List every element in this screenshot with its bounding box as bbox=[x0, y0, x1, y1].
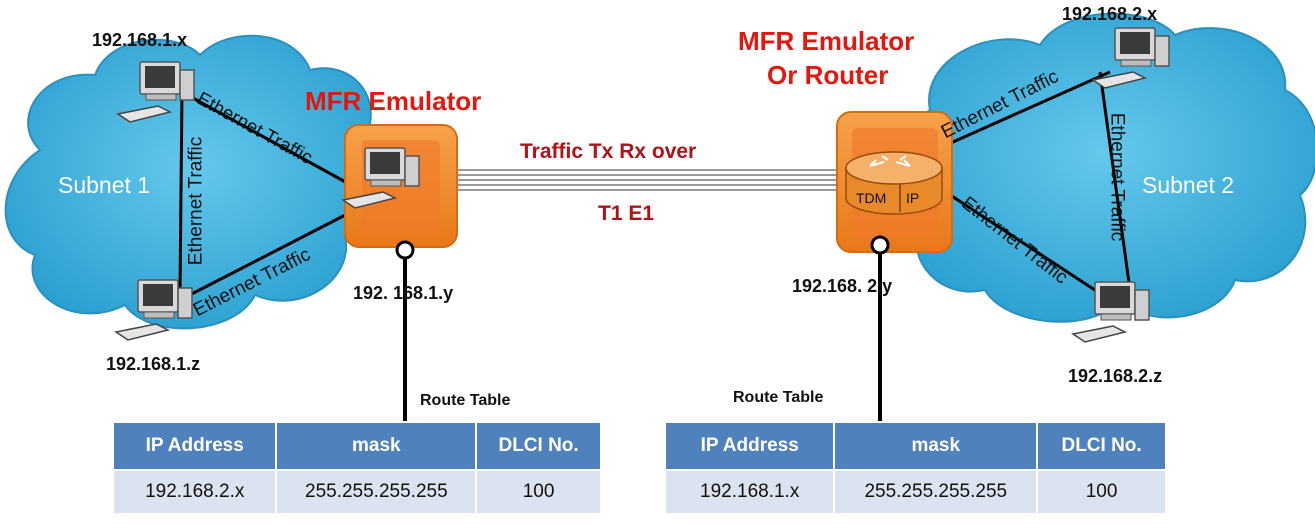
route-table-right-caption: Route Table bbox=[733, 389, 824, 406]
wan-link bbox=[455, 169, 840, 191]
mfr-emulator-left-title: MFR Emulator bbox=[305, 86, 482, 116]
table-cell-mask: 255.255.255.255 bbox=[275, 469, 478, 515]
host-ip-1z: 192.168.1.z bbox=[106, 354, 201, 374]
host-ip-1x: 192.168.1.x bbox=[92, 30, 188, 50]
column-header-ip-address: IP Address bbox=[663, 421, 836, 471]
host-ip-2x: 192.168.2.x bbox=[1062, 4, 1158, 24]
wan-bottom-label: T1 E1 bbox=[598, 202, 655, 225]
table-cell-dlci: 100 bbox=[1036, 469, 1167, 515]
cloud-icon-subnet-2 bbox=[892, 12, 1315, 323]
route-table-left: IP Address mask DLCI No. 192.168.2.x 255… bbox=[111, 421, 602, 515]
router-label-ip: IP bbox=[906, 190, 920, 206]
ethernet-traffic-label: Ethernet Traffic bbox=[185, 136, 207, 266]
host-ip-2z: 192.168.2.z bbox=[1068, 366, 1163, 386]
subnet-2-label: Subnet 2 bbox=[1142, 172, 1235, 198]
ethernet-traffic-label: Ethernet Traffic bbox=[1106, 112, 1128, 242]
emulator-ip-left: 192. 168.1.y bbox=[353, 283, 454, 303]
table-cell-dlci: 100 bbox=[475, 469, 602, 515]
table-row: 192.168.1.x 255.255.255.255 100 bbox=[663, 469, 1167, 515]
table-cell-mask: 255.255.255.255 bbox=[833, 469, 1039, 515]
emulator-ip-right: 192.168. 2.y bbox=[792, 276, 893, 296]
route-table-left-caption: Route Table bbox=[420, 392, 511, 409]
mfr-emulator-left bbox=[342, 124, 458, 248]
column-header-dlci: DLCI No. bbox=[1036, 421, 1167, 471]
router-label-tdm: TDM bbox=[856, 190, 887, 206]
route-connectors bbox=[395, 235, 890, 425]
column-header-dlci: DLCI No. bbox=[475, 421, 602, 471]
table-cell-ip: 192.168.1.x bbox=[663, 469, 836, 515]
left-ethernet-links bbox=[178, 90, 361, 302]
mfr-emulator-right-title: MFR Emulator bbox=[738, 26, 915, 56]
right-ethernet-links bbox=[934, 70, 1132, 302]
mfr-emulator-right-subtitle: Or Router bbox=[767, 60, 889, 90]
column-header-ip-address: IP Address bbox=[111, 421, 278, 471]
router-icon bbox=[845, 151, 943, 215]
route-table-right: IP Address mask DLCI No. 192.168.1.x 255… bbox=[663, 421, 1167, 515]
column-header-mask: mask bbox=[833, 421, 1039, 471]
mfr-emulator-right bbox=[836, 111, 953, 253]
table-row: 192.168.2.x 255.255.255.255 100 bbox=[111, 469, 602, 515]
table-cell-ip: 192.168.2.x bbox=[111, 469, 278, 515]
wan-top-label: Traffic Tx Rx over bbox=[520, 140, 697, 163]
column-header-mask: mask bbox=[275, 421, 478, 471]
subnet-1-label: Subnet 1 bbox=[58, 172, 151, 198]
